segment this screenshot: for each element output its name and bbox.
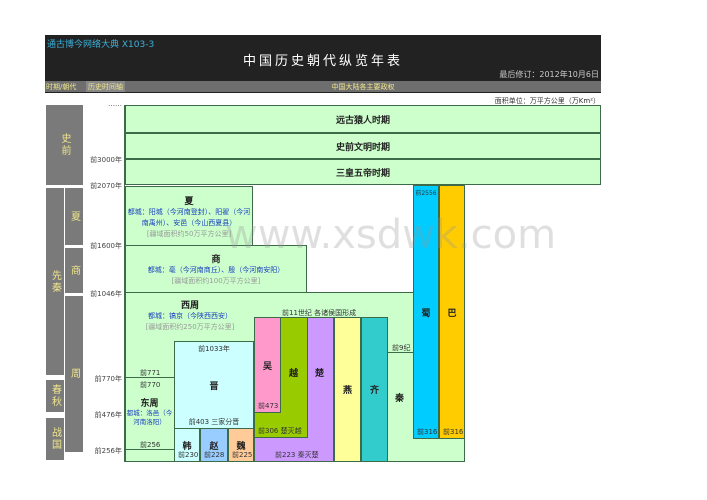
dynasty-xizhou: 西周 都城：镐京（今陕西西安） [疆域面积约250万平方公里]	[125, 298, 255, 332]
period-zhanguo: 战国	[46, 418, 64, 460]
page-title: 中国历史朝代纵览年表	[242, 54, 403, 69]
state-qi: 齐	[361, 317, 388, 462]
zhao-end: 前228	[204, 451, 225, 459]
xizhou-capital: 都城：镐京（今陕西西安）	[148, 312, 232, 320]
han-name: 韩	[182, 441, 192, 452]
state-qin: 秦	[395, 394, 405, 404]
state-ba: 巴前316	[439, 185, 465, 439]
divider	[125, 377, 174, 378]
dongzhou-y3: 前256	[140, 441, 161, 449]
chu-name: 楚	[315, 369, 325, 379]
xizhou-area: [疆域面积约250万平方公里]	[145, 323, 235, 331]
state-wu: 吴前473	[254, 317, 281, 413]
xizhou-name: 西周	[180, 301, 199, 311]
dynasty-dongzhou: 东周 都城：洛邑（今河南洛阳）	[125, 396, 174, 427]
watermark: www.xsdwk.com	[225, 212, 557, 258]
col-period: 时期/朝代	[46, 83, 77, 91]
wei-end: 前225	[232, 451, 253, 459]
revision-date: 最后修订：2012年10月6日	[499, 70, 599, 79]
jin-name: 晋	[209, 381, 219, 392]
chu-end: 前223 秦灭楚	[275, 451, 319, 459]
yue-end: 前306 楚灭越	[258, 427, 302, 435]
shang-name: 商	[211, 255, 221, 265]
shang-area: [疆域面积约100万平方公里]	[171, 277, 261, 285]
dongzhou-y2: 前770	[140, 381, 161, 389]
timeline-label: 前3000年	[90, 156, 122, 164]
ba-end: 前316	[443, 428, 464, 436]
timeline-label: 前1600年	[90, 242, 122, 250]
dynasty-xia: 夏 都城：阳城（今河南登封）、阳翟（今河南禹州）、安邑（今山西夏县） [疆域面积…	[125, 186, 253, 246]
ba-name: 巴	[447, 308, 457, 319]
wei-name: 魏	[236, 441, 246, 452]
divider	[388, 352, 413, 353]
timeline-label: 前476年	[94, 411, 122, 419]
period-zhou: 周	[65, 296, 83, 452]
shu-end: 前316	[417, 428, 438, 436]
qin-start: 前9纪	[392, 344, 411, 352]
state-jin: 前1033年 晋 前403 三家分晋	[174, 341, 254, 429]
xia-name: 夏	[184, 196, 194, 207]
zhao-name: 赵	[209, 441, 219, 452]
timeline-label: 前1046年	[90, 290, 122, 298]
dongzhou-capital: 都城：洛邑（今河南洛阳）	[126, 409, 173, 426]
state-shu: 前2556 蜀前316	[413, 185, 439, 439]
area-unit: 面积单位：万平方公里（万Km²）	[494, 97, 600, 105]
han-end: 前230	[178, 451, 199, 459]
shu-name: 蜀	[421, 308, 431, 319]
jin-start: 前1033年	[198, 345, 230, 353]
period-shang: 商	[65, 248, 83, 293]
col-timeline: 历史时间轴	[86, 81, 125, 92]
state-zhao: 赵前228	[200, 428, 228, 462]
site-link[interactable]: 通古博今网络大典 X103-3	[47, 40, 155, 50]
era-ape-man: 远古猿人时期	[125, 105, 601, 133]
shu-start: 前2556	[415, 190, 437, 197]
period-prehistory: 史前	[46, 105, 83, 185]
timeline-axis	[124, 105, 125, 462]
column-header-bar	[45, 81, 601, 92]
timeline-label: 前770年	[94, 375, 122, 383]
timeline-label: 前256年	[94, 447, 122, 455]
period-chunqiu: 春秋	[46, 380, 64, 412]
xia-area: [疆域面积约50万平方公里]	[146, 229, 232, 238]
dongzhou-y1: 前771	[140, 369, 161, 377]
era-prehistoric-civilization: 史前文明时期	[125, 133, 601, 159]
era-three-sovereigns: 三皇五帝时期	[125, 159, 601, 185]
dongzhou-name: 东周	[140, 399, 159, 409]
timeline-label: 前2070年	[90, 182, 122, 190]
col-regimes: 中国大陆各主要政权	[331, 83, 395, 91]
wu-name: 吴	[262, 361, 272, 372]
yue-name: 越	[289, 369, 299, 379]
period-xia: 夏	[65, 188, 83, 245]
wu-end: 前473	[258, 402, 279, 410]
qi-name: 齐	[369, 386, 379, 396]
divider	[125, 449, 174, 450]
xia-capital: 都城：阳城（今河南登封）、阳翟（今河南禹州）、安邑（今山西夏县）	[127, 207, 251, 227]
shang-capital: 都城：亳（今河南商丘）、殷（今河南安阳）	[147, 266, 285, 274]
states-note: 前11世纪 各诸侯国形成	[282, 309, 357, 317]
jin-end: 前403 三家分晋	[188, 418, 240, 426]
period-preqin: 先秦	[46, 188, 64, 375]
yan-name: 燕	[342, 386, 352, 396]
state-yan: 燕	[334, 317, 361, 462]
timeline-dots: ……	[108, 100, 122, 108]
state-han: 韩前230	[174, 428, 200, 462]
state-wei: 魏前225	[228, 428, 254, 462]
